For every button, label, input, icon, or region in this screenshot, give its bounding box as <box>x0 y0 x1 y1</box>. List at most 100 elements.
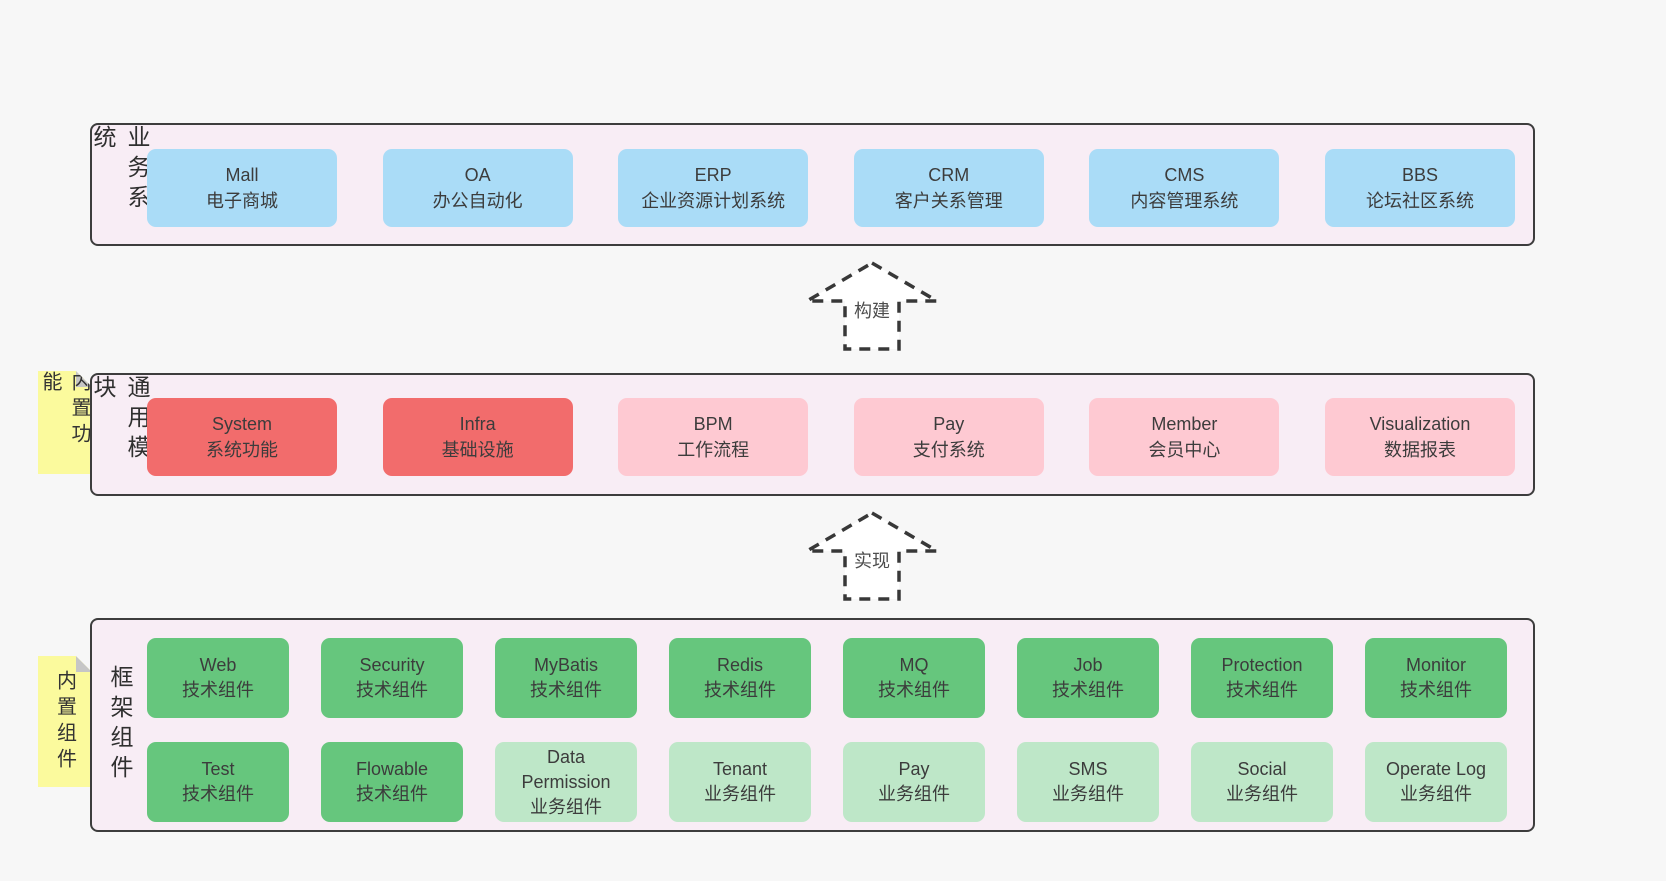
box-title: Web <box>199 655 237 675</box>
section-label-text: 框架组件 <box>107 665 133 785</box>
box-title: Redis <box>716 655 764 675</box>
box-crm: CRM 客户关系管理 <box>853 149 1044 227</box>
box-data-permission: Data Permission 业务组件 <box>495 742 637 822</box>
section-label-components: 框架组件 <box>94 620 146 830</box>
box-title: Test <box>201 759 235 779</box>
box-subtitle: 系统功能 <box>206 440 278 460</box>
modules-box-row: System 系统功能 Infra 基础设施 BPM 工作流程 Pay 支付系统… <box>147 398 1515 476</box>
box-bbs: BBS 论坛社区系统 <box>1324 149 1515 227</box>
box-bpm: BPM 工作流程 <box>618 398 809 476</box>
box-subtitle: 技术组件 <box>182 784 254 804</box>
box-monitor: Monitor 技术组件 <box>1365 638 1507 718</box>
box-title: Infra <box>459 414 496 434</box>
box-title: Pay <box>898 759 930 779</box>
box-subtitle: 技术组件 <box>878 680 950 700</box>
box-subtitle: 支付系统 <box>912 440 985 460</box>
box-subtitle: 业务组件 <box>1226 784 1298 804</box>
box-subtitle: 技术组件 <box>1052 680 1124 700</box>
arrow-build: 构建 <box>800 260 944 352</box>
box-redis: Redis 技术组件 <box>669 638 811 718</box>
box-subtitle: 业务组件 <box>530 796 602 817</box>
box-title: Visualization <box>1369 414 1471 434</box>
box-cms: CMS 内容管理系统 <box>1089 149 1280 227</box>
box-subtitle: 论坛社区系统 <box>1365 191 1474 211</box>
box-title: MyBatis <box>533 655 598 675</box>
box-subtitle: 办公自动化 <box>432 191 523 211</box>
note-text: 内置功能 <box>39 371 90 449</box>
arrow-implement: 实现 <box>800 510 944 602</box>
box-title: ERP <box>694 165 732 185</box>
box-visualization: Visualization 数据报表 <box>1324 398 1515 476</box>
box-subtitle: 技术组件 <box>1400 680 1472 700</box>
business-box-row: Mall 电子商城 OA 办公自动化 ERP 企业资源计划系统 CRM 客户关系… <box>147 149 1515 227</box>
section-label-modules: 通用模块 <box>90 375 150 494</box>
box-oa: OA 办公自动化 <box>382 149 573 227</box>
box-subtitle: 技术组件 <box>182 680 254 700</box>
section-framework-components: 框架组件 Web 技术组件 Security 技术组件 MyBatis 技术组件… <box>90 618 1535 832</box>
box-subtitle: 业务组件 <box>704 784 776 804</box>
box-title: Pay <box>933 414 965 434</box>
components-box-row-1: Web 技术组件 Security 技术组件 MyBatis 技术组件 Redi… <box>147 638 1507 718</box>
box-title: CRM <box>928 165 970 185</box>
box-subtitle: 客户关系管理 <box>894 191 1003 211</box>
box-pay: Pay 支付系统 <box>853 398 1044 476</box>
arrow-implement-label: 实现 <box>850 546 894 574</box>
box-security: Security 技术组件 <box>321 638 463 718</box>
box-title: SMS <box>1068 759 1108 779</box>
box-sms: SMS 业务组件 <box>1017 742 1159 822</box>
section-label-business: 业务系统 <box>90 125 150 244</box>
box-pay-component: Pay 业务组件 <box>843 742 985 822</box>
box-subtitle: 企业资源计划系统 <box>641 191 786 211</box>
box-subtitle: 工作流程 <box>677 440 750 460</box>
box-title: Security <box>359 655 425 675</box>
box-title: Member <box>1151 414 1218 434</box>
box-operate-log: Operate Log 业务组件 <box>1365 742 1507 822</box>
box-subtitle: 技术组件 <box>356 784 428 804</box>
note-built-in-components: 内置组件 <box>38 656 92 787</box>
box-subtitle: 技术组件 <box>530 680 602 700</box>
box-subtitle: 电子商城 <box>206 191 278 211</box>
box-flowable: Flowable 技术组件 <box>321 742 463 822</box>
box-erp: ERP 企业资源计划系统 <box>618 149 809 227</box>
box-title: Monitor <box>1405 655 1467 675</box>
box-subtitle: 业务组件 <box>878 784 950 804</box>
box-title: Flowable <box>355 759 429 779</box>
note-text: 内置组件 <box>53 669 76 774</box>
box-member: Member 会员中心 <box>1089 398 1280 476</box>
components-box-row-2: Test 技术组件 Flowable 技术组件 Data Permission … <box>147 742 1507 822</box>
box-title: Protection <box>1221 655 1303 675</box>
box-subtitle: 技术组件 <box>704 680 776 700</box>
section-label-text: 业务系统 <box>90 125 150 215</box>
box-mybatis: MyBatis 技术组件 <box>495 638 637 718</box>
box-system: System 系统功能 <box>147 398 337 476</box>
box-subtitle: 业务组件 <box>1052 784 1124 804</box>
section-label-text: 通用模块 <box>90 375 150 465</box>
box-tenant: Tenant 业务组件 <box>669 742 811 822</box>
box-job: Job 技术组件 <box>1017 638 1159 718</box>
box-subtitle: 基础设施 <box>441 440 514 460</box>
box-subtitle: 技术组件 <box>1226 680 1298 700</box>
box-title: Mall <box>225 165 259 185</box>
box-protection: Protection 技术组件 <box>1191 638 1333 718</box>
box-title: CMS <box>1164 165 1205 185</box>
box-infra: Infra 基础设施 <box>382 398 573 476</box>
box-social: Social 业务组件 <box>1191 742 1333 822</box>
box-title: Tenant <box>712 759 768 779</box>
section-business-systems: 业务系统 Mall 电子商城 OA 办公自动化 ERP 企业资源计划系统 CRM… <box>90 123 1535 246</box>
arrow-build-label: 构建 <box>850 296 894 324</box>
box-subtitle: 技术组件 <box>356 680 428 700</box>
box-mq: MQ 技术组件 <box>843 638 985 718</box>
box-subtitle: 数据报表 <box>1383 440 1456 460</box>
box-title: BPM <box>693 414 733 434</box>
section-common-modules: 通用模块 System 系统功能 Infra 基础设施 BPM 工作流程 Pay… <box>90 373 1535 496</box>
box-title: Social <box>1237 759 1287 779</box>
box-title: OA <box>464 165 491 185</box>
box-title: Data Permission <box>521 746 611 792</box>
box-title: Job <box>1073 655 1103 675</box>
note-built-in-features: 内置功能 <box>38 371 92 474</box>
box-subtitle: 业务组件 <box>1400 784 1472 804</box>
box-subtitle: 会员中心 <box>1148 440 1221 460</box>
box-web: Web 技术组件 <box>147 638 289 718</box>
box-title: System <box>211 414 272 434</box>
